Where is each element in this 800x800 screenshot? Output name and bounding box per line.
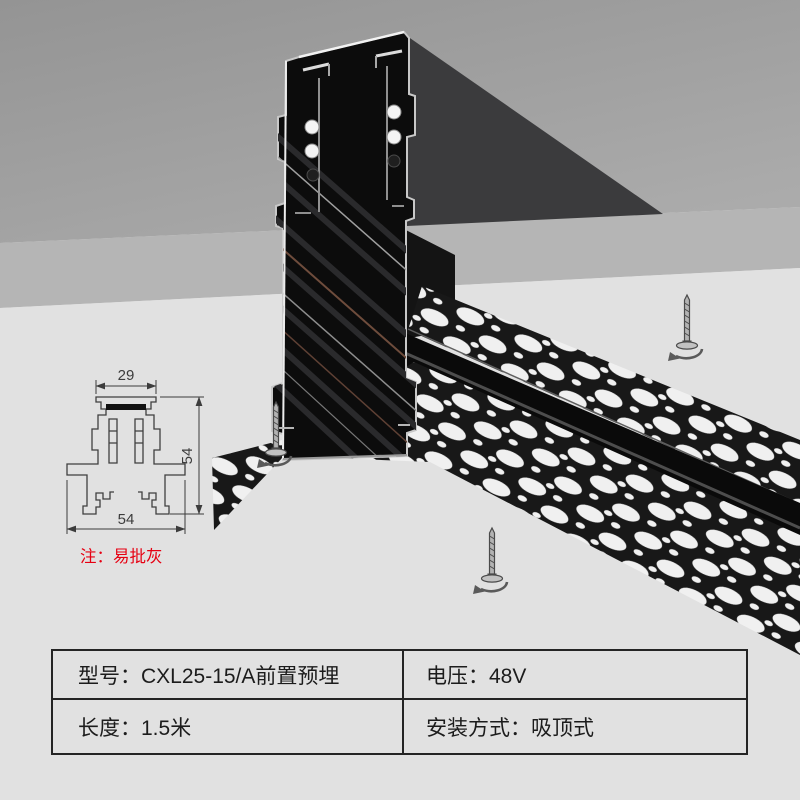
slab-bottom-edge bbox=[282, 454, 408, 460]
dim-label-bottom-width: 54 bbox=[118, 511, 135, 528]
profile-diagram: 29 54 54 注：易批灰 bbox=[66, 367, 204, 566]
dim-label-side-height: 54 bbox=[179, 448, 196, 465]
screw-channel-hole bbox=[304, 143, 320, 159]
extrusion-striations bbox=[272, 127, 416, 460]
spec-model: 型号：CXL25-15/A前置预埋 bbox=[53, 651, 404, 700]
spec-table: 型号：CXL25-15/A前置预埋 电压：48V 长度：1.5米 安装方式：吸顶… bbox=[51, 649, 748, 755]
screw-channel-hole bbox=[304, 119, 320, 135]
magnet-strip bbox=[106, 404, 146, 410]
profile-outline-left bbox=[66, 396, 126, 515]
dim-label-top-width: 29 bbox=[118, 367, 135, 384]
ear-cut-faces bbox=[295, 205, 404, 214]
top-slot-edges bbox=[302, 49, 403, 72]
screw-channel-hole bbox=[386, 104, 402, 120]
recess-shadow-triangle bbox=[407, 36, 663, 226]
screw-channel-hole-dim bbox=[306, 168, 320, 182]
spec-install: 安装方式：吸顶式 bbox=[426, 716, 594, 740]
plaster-flange-far bbox=[408, 286, 800, 505]
spec-length: 长度：1.5米 bbox=[53, 700, 404, 753]
slab-top-edge-highlight bbox=[298, 30, 405, 59]
channel-highlight-stripe bbox=[404, 351, 800, 530]
flange-lip-highlight bbox=[407, 328, 800, 505]
slab-left-edge-highlight bbox=[282, 60, 287, 460]
track-cross-section bbox=[271, 30, 417, 462]
wing-cut-faces bbox=[278, 424, 410, 429]
screw-channel-hole-dim bbox=[387, 154, 401, 168]
track-channel bbox=[398, 330, 800, 537]
plaster-note: 注：易批灰 bbox=[80, 547, 163, 566]
screw-channel-hole bbox=[386, 129, 402, 145]
dimension-lines bbox=[66, 380, 204, 534]
spec-voltage: 电压：48V bbox=[404, 651, 746, 700]
profile-silhouette bbox=[271, 30, 417, 462]
top-slot-hooks bbox=[328, 56, 377, 76]
